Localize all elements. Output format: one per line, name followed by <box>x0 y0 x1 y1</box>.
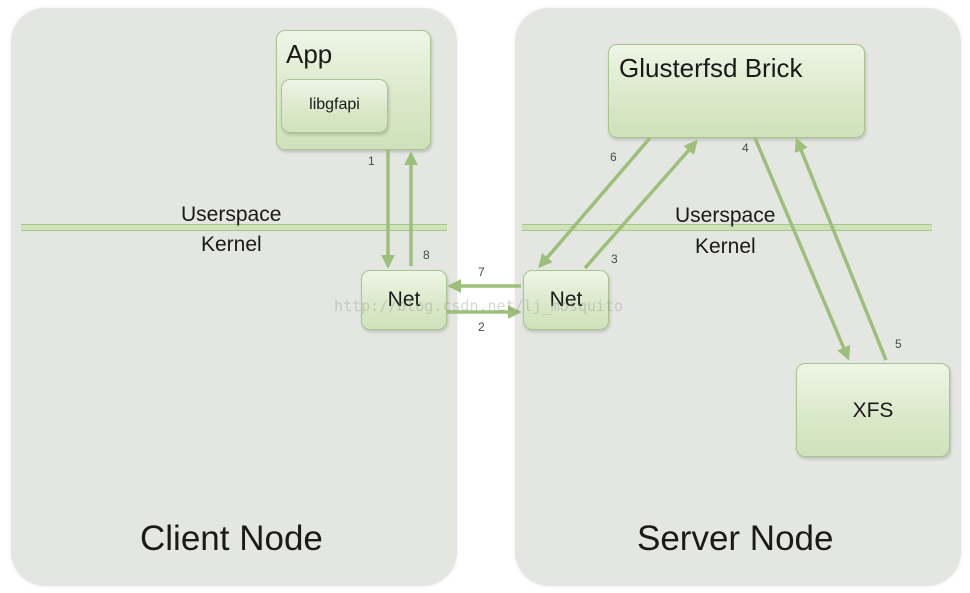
server-net-box: Net <box>523 270 609 330</box>
step-1-label: 1 <box>368 154 375 168</box>
arrow-6-brick-to-net <box>538 136 652 269</box>
client-net-label: Net <box>387 288 421 311</box>
server-kernel-label: Kernel <box>695 235 756 258</box>
arrow-4-brick-to-xfs <box>753 137 851 361</box>
step-5-label: 5 <box>895 337 902 351</box>
libgfapi-box: libgfapi <box>281 79 388 133</box>
app-label: App <box>286 39 333 69</box>
server-userspace-label: Userspace <box>675 204 776 227</box>
step-2-label: 2 <box>478 320 485 334</box>
libgfapi-label: libgfapi <box>309 96 360 113</box>
server-userspace-kernel-divider <box>522 224 932 231</box>
step-6-label: 6 <box>610 150 617 164</box>
arrow-3-net-to-brick <box>583 139 698 270</box>
arrow-5-xfs-to-brick <box>794 137 888 361</box>
server-node-label: Server Node <box>637 519 834 558</box>
xfs-label: XFS <box>852 399 894 422</box>
step-8-label: 8 <box>423 248 430 262</box>
glusterfsd-brick-box: Glusterfsd Brick <box>608 44 865 138</box>
xfs-box: XFS <box>796 363 950 457</box>
step-3-label: 3 <box>611 252 618 266</box>
client-userspace-kernel-divider <box>21 224 447 231</box>
step-4-label: 4 <box>742 141 749 155</box>
client-userspace-label: Userspace <box>181 203 282 226</box>
client-net-box: Net <box>361 270 447 330</box>
client-kernel-label: Kernel <box>201 233 262 256</box>
client-node-label: Client Node <box>140 519 323 558</box>
step-7-label: 7 <box>478 265 485 279</box>
watermark-text: http://blog.csdn.net/lj_mosquito <box>334 297 623 315</box>
glusterfsd-brick-label: Glusterfsd Brick <box>619 53 803 83</box>
server-net-label: Net <box>549 288 583 311</box>
